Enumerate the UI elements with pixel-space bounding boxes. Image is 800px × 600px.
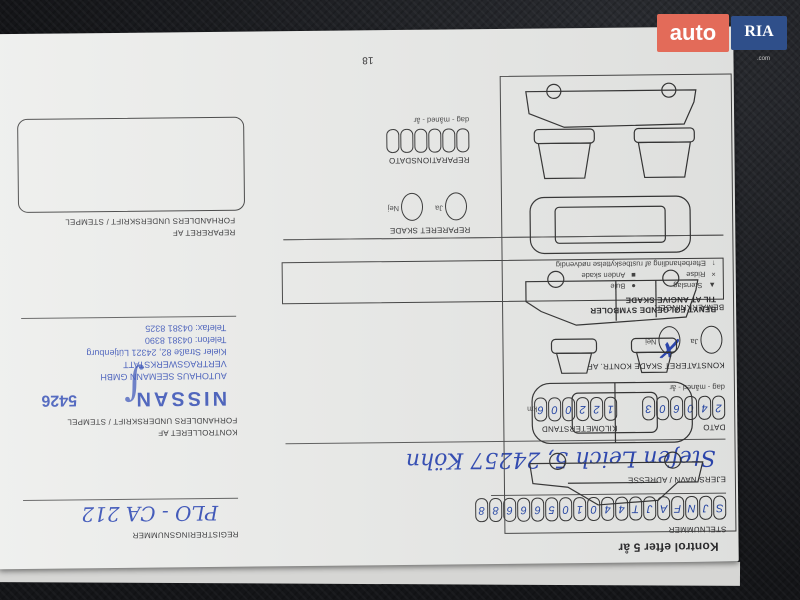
digit-box: 8 <box>475 498 489 523</box>
legend-text: Efterbehandling af rustbeskyttelse nødve… <box>555 258 706 270</box>
legend-title-1: BENYT FØLGENDE SYMBOLER <box>590 304 717 316</box>
minivan-side-outline <box>525 269 699 326</box>
repaired-yes-checkbox[interactable] <box>444 192 468 221</box>
digit-box <box>414 128 428 153</box>
repair-stamp-box[interactable] <box>17 116 246 213</box>
legend-item: ↑ Efterbehandling af rustbeskyttelse nødv… <box>556 259 716 270</box>
divider <box>21 315 237 319</box>
signature-scribble: ∫ <box>123 361 146 408</box>
repaired-label: REPARERET SKADE <box>389 225 471 236</box>
sedan-front-outline <box>630 337 678 374</box>
stamp-brand: NISSAN <box>133 386 228 410</box>
watermark-ria-text: RIA <box>731 16 787 50</box>
legend-item: ● Bule <box>610 282 636 291</box>
dealer-signature-label: FORHANDLERS UNDERSKRIFT / STEMPEL <box>67 415 238 427</box>
minivan-front-outline <box>633 127 695 179</box>
watermark-domain: .com <box>757 56 771 62</box>
legend-text: Stenslag <box>673 280 703 291</box>
legend-item: ■ Anden skade <box>581 271 635 281</box>
sedan-top-outline <box>531 381 693 445</box>
legend-symbol: ● <box>631 281 636 291</box>
page-number: 18 <box>361 54 374 66</box>
repaired-no-checkbox[interactable] <box>400 192 424 221</box>
digit-box <box>456 128 470 153</box>
legend-text: Bule <box>610 281 626 291</box>
digit-box <box>386 128 400 154</box>
digit-box <box>428 128 442 153</box>
car-diagram-svg <box>525 82 704 506</box>
repaired-no-label: Nej <box>387 204 400 214</box>
repair-date-label: REPARATIONSDATO <box>388 155 470 166</box>
sedan-rear-outline <box>550 338 598 374</box>
legend-symbol: × <box>711 269 716 279</box>
legend-item: × Ridse <box>686 270 716 279</box>
registration-label: REGISTRERINGSNUMMER <box>132 529 239 540</box>
minivan-rear-outline <box>533 128 595 180</box>
stamp-line-5: Telefax: 04381 8325 <box>145 322 227 334</box>
symbol-legend: BENYT FØLGENDE SYMBOLER TIL AT ANGIVE SK… <box>0 259 739 569</box>
minivan-top-outline <box>529 195 691 255</box>
watermark-auto-text: auto <box>657 14 729 52</box>
stamp-line-1: AUTOHAUS SEEMANN GMBH <box>100 370 227 383</box>
repaired-by-label: REPARERET AF <box>172 227 236 238</box>
inspected-label: KONTROLLERET AF <box>158 427 238 438</box>
repair-date-digits <box>386 128 470 154</box>
digit-box <box>400 128 414 153</box>
repair-date-sublabel: dag - måned - år <box>413 115 470 125</box>
repaired-yes-label: Ja <box>435 203 444 213</box>
legend-list: ▲ Stenslag ● Bule × Ridse ■ Anden skade ↑ Efterbe… <box>0 259 739 569</box>
repaired-signature-label: FORHANDLERS UNDERSKRIFT / STEMPEL <box>65 215 236 227</box>
legend-text: Anden skade <box>581 270 626 281</box>
legend-text: Ridse <box>686 269 706 280</box>
digit-box: 8 <box>489 497 503 523</box>
legend-symbol: ↑ <box>711 258 716 268</box>
page-footer-title: Kontrol efter 5 år <box>618 539 719 555</box>
sedan-side-outline <box>529 451 704 506</box>
legend-item: ▲ Stenslag <box>673 281 716 290</box>
digit-box <box>442 128 456 153</box>
legend-title-2: TIL AT ANGIVE SKADE <box>625 294 717 305</box>
legend-symbol: ■ <box>631 270 636 280</box>
dealer-stamp: NISSAN 5426 AUTOHAUS SEEMANN GMBH VERTRA… <box>0 323 739 569</box>
stamp-line-3: Kieler Straße 82, 24321 Lütjenburg <box>86 346 227 359</box>
minivan-side-2-outline <box>525 82 697 128</box>
registration-handwriting: PLO - CA 212 <box>81 500 219 527</box>
legend-symbol: ▲ <box>708 280 716 290</box>
stamp-code: 5426 <box>41 391 78 409</box>
stamp-line-4: Telefon: 04381 8390 <box>144 334 227 346</box>
autoria-watermark: auto RIA .com <box>657 14 789 62</box>
